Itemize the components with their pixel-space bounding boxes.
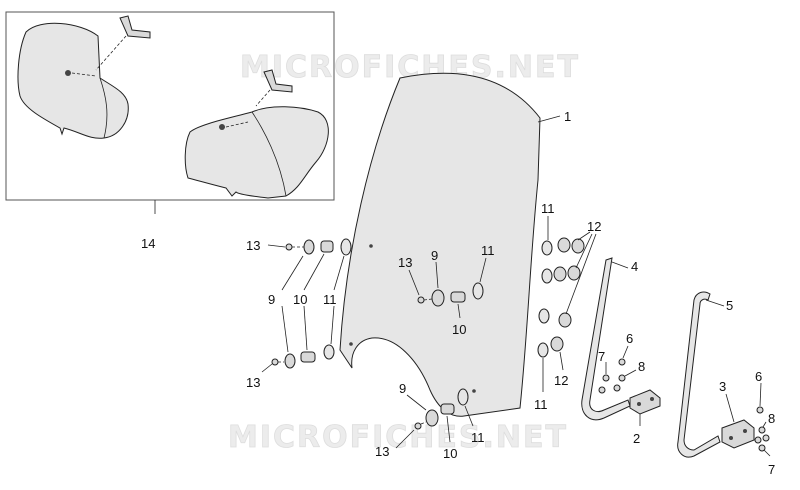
callout-7-left: 7 — [598, 349, 605, 364]
support-arm-right — [677, 291, 721, 458]
grommet-11-right-2 — [541, 268, 553, 284]
washer-9-top-left — [303, 239, 315, 255]
washer-8-left-1 — [618, 374, 626, 382]
callout-11-center: 11 — [481, 243, 495, 258]
callout-6-right: 6 — [755, 369, 762, 384]
callout-13-top-left: 13 — [246, 238, 260, 253]
screw-6-left — [618, 358, 626, 366]
washer-9-center — [431, 289, 445, 307]
right-handguard — [184, 106, 329, 199]
callout-4: 4 — [631, 259, 638, 274]
washer-9-lower-left — [284, 353, 296, 369]
callout-11-right-top: 11 — [541, 201, 555, 216]
washer-12-right-6 — [550, 336, 564, 352]
callout-8-right: 8 — [768, 411, 775, 426]
screw-7-right-1 — [762, 434, 770, 442]
grommet-11-lower-left — [323, 344, 335, 360]
callout-9-center: 9 — [431, 248, 438, 263]
grommet-11-bottom — [457, 388, 469, 406]
bracket-2-left — [629, 389, 661, 415]
callout-11-bottom: 11 — [471, 430, 485, 445]
screw-7-left-1 — [602, 374, 610, 382]
watermark-top: MICROFICHES.NET — [240, 50, 580, 85]
mount-bracket-left — [598, 358, 661, 415]
screw-7-right-2 — [758, 444, 766, 452]
callout-13-center: 13 — [398, 255, 412, 270]
callout-10-bottom: 10 — [443, 446, 457, 461]
callout-12-right-bottom: 12 — [554, 373, 568, 388]
callout-9-left: 9 — [268, 292, 275, 307]
screw-13-bottom — [414, 422, 422, 430]
washer-8-right-2 — [754, 436, 762, 444]
callout-2: 2 — [633, 431, 640, 446]
spacer-10-lower-left — [300, 351, 316, 363]
washer-12-right-1 — [557, 237, 571, 253]
callout-6-left: 6 — [626, 331, 633, 346]
callout-11-left: 11 — [323, 292, 337, 307]
callout-9-bottom: 9 — [399, 381, 406, 396]
grommet-11-top-left — [340, 238, 352, 256]
fastener-set-lower-left — [261, 344, 335, 373]
washer-8-left-2 — [613, 384, 621, 392]
grommet-11-center — [472, 282, 484, 300]
support-arm-left — [581, 257, 631, 421]
screw-6-right — [756, 406, 764, 414]
callout-14: 14 — [141, 236, 155, 251]
screw-13-top-left — [285, 243, 293, 251]
washer-12-right-5 — [558, 312, 572, 328]
washer-9-bottom — [425, 409, 439, 427]
windscreen — [339, 72, 541, 417]
callout-10-center: 10 — [452, 322, 466, 337]
callout-3: 3 — [719, 379, 726, 394]
spacer-10-center — [450, 291, 466, 303]
callout-7-right: 7 — [768, 462, 775, 477]
callout-10-left: 10 — [293, 292, 307, 307]
screw-7-left-2 — [598, 386, 606, 394]
callout-12-right-top: 12 — [587, 219, 601, 234]
fastener-set-top-left — [267, 238, 352, 256]
callout-8-left: 8 — [638, 359, 645, 374]
callout-11-right-bottom: 11 — [534, 397, 548, 412]
handguard-screw-left — [65, 70, 71, 76]
grommet-11-right-3 — [538, 308, 550, 324]
watermark-bottom: MICROFICHES.NET — [228, 420, 568, 455]
left-handguard — [17, 22, 129, 139]
inset-frame — [5, 11, 335, 201]
fastener-set-bottom — [414, 388, 469, 430]
spacer-10-top-left — [320, 240, 334, 253]
handguard-kit-inset — [5, 11, 335, 201]
washer-12-right-2 — [571, 238, 585, 254]
washer-8-right-1 — [758, 426, 766, 434]
grommet-column-right — [537, 237, 585, 358]
spacer-10-bottom — [440, 403, 455, 415]
grommet-11-right-4 — [537, 342, 549, 358]
callout-13-lower-left: 13 — [246, 375, 260, 390]
washer-12-right-3 — [553, 266, 567, 282]
grommet-11-right-1 — [541, 240, 553, 256]
fastener-set-center — [417, 282, 484, 307]
callout-1: 1 — [564, 109, 571, 124]
handguard-screw-right — [219, 124, 225, 130]
screw-13-lower-left — [271, 358, 279, 366]
callout-5: 5 — [726, 298, 733, 313]
right-bracket — [263, 69, 293, 93]
callout-13-bottom: 13 — [375, 444, 389, 459]
bracket-3-right — [721, 419, 755, 449]
mount-bracket-right — [721, 406, 770, 452]
left-bracket — [119, 15, 151, 39]
washer-12-right-4 — [567, 265, 581, 281]
screw-13-center — [417, 296, 425, 304]
